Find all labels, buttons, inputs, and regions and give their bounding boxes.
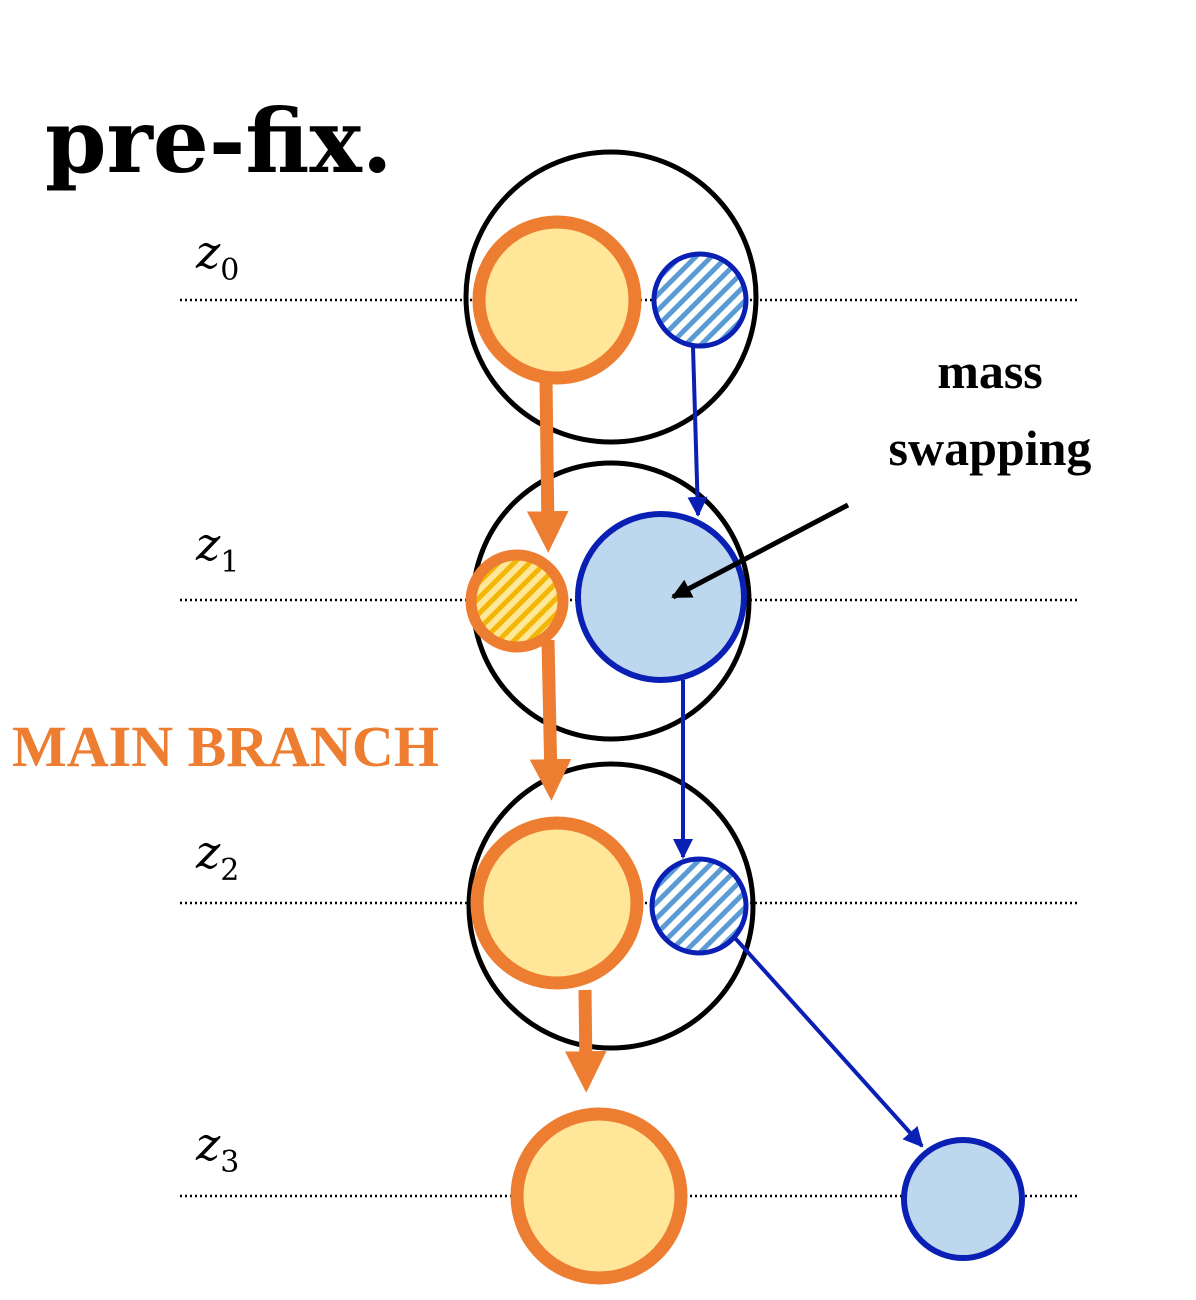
group-circles — [463, 149, 759, 1051]
main-arrow-z0-z1 — [526, 379, 569, 553]
main-subhalo-z1-hatched — [465, 549, 569, 653]
annotation-arrow — [671, 502, 850, 600]
level-label-z0: z0 — [195, 225, 239, 288]
minor-subhalo-z2-hatched — [649, 856, 749, 956]
level-label-z3: z3 — [195, 1117, 239, 1180]
main-subhalo-z3 — [510, 1107, 688, 1285]
level-label-z1: z1 — [195, 517, 239, 580]
main-arrow-z2-z3 — [564, 989, 607, 1093]
annotation-swapping: swapping — [889, 420, 1092, 476]
minor-arrow-z0-z1 — [687, 346, 708, 517]
main-branch-arrows — [526, 379, 607, 1093]
group-circle-z0 — [463, 149, 759, 445]
main-subhalo-z2 — [470, 816, 644, 990]
main-branch-label: MAIN BRANCH — [12, 714, 439, 779]
minor-subhalo-z0-hatched — [651, 251, 749, 349]
minor-arrow-z2-z3 — [733, 936, 924, 1148]
main-subhalos — [465, 215, 688, 1285]
level-labels: z0 z1 z2 z3 — [195, 225, 239, 1180]
main-subhalo-z0 — [472, 215, 642, 385]
minor-subhalos — [575, 251, 1025, 1261]
annotation-mass: mass — [937, 343, 1043, 399]
main-arrow-z1-z2 — [529, 639, 572, 801]
minor-subhalo-z3 — [901, 1137, 1025, 1261]
level-label-z2: z2 — [195, 825, 239, 888]
diagram-title: pre-fix. — [45, 89, 393, 193]
minor-branch-arrows — [673, 346, 924, 1148]
minor-subhalo-z1 — [575, 511, 747, 683]
group-circle-z2 — [466, 761, 756, 1051]
